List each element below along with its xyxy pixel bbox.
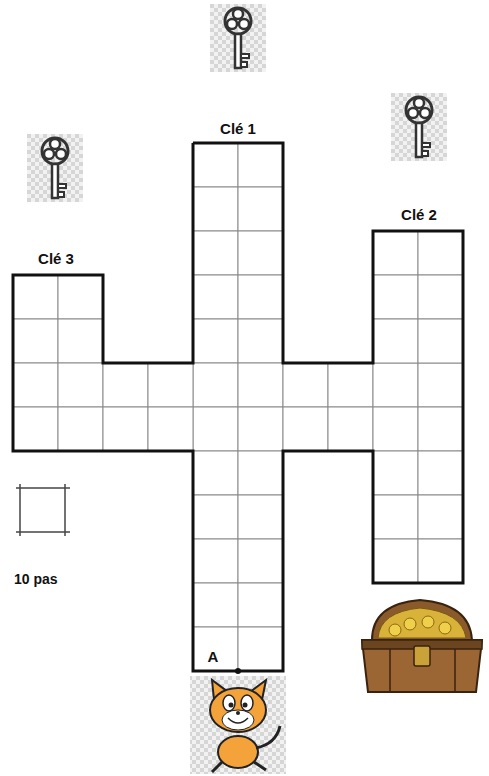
- grid-cell: [238, 627, 283, 671]
- start-point: [235, 668, 241, 674]
- treasure-chest-part: [404, 618, 416, 630]
- grid-cell: [103, 363, 148, 407]
- maze-grid: [13, 143, 463, 671]
- cat-sprite-part: [236, 711, 240, 715]
- cat-sprite: [190, 676, 286, 774]
- grid-cell: [193, 231, 238, 275]
- grid-cell: [13, 363, 58, 407]
- grid-cell: [13, 275, 58, 319]
- grid-cell: [13, 319, 58, 363]
- cat-sprite-part: [223, 695, 235, 711]
- treasure-chest-part: [414, 646, 430, 666]
- treasure-chest-part: [422, 616, 434, 628]
- treasure-chest-part: [378, 608, 466, 638]
- grid-cell: [373, 319, 418, 363]
- grid-cell: [238, 319, 283, 363]
- cat-sprite-part: [243, 703, 248, 708]
- grid-cell: [418, 539, 463, 583]
- key-label: Clé 2: [401, 207, 437, 224]
- grid-cell: [373, 539, 418, 583]
- grid-cell: [238, 143, 283, 187]
- scale-square: [16, 484, 70, 536]
- grid-cell: [418, 275, 463, 319]
- treasure-chest-part: [389, 649, 391, 692]
- grid-cell: [328, 363, 373, 407]
- cat-sprite-part: [241, 695, 253, 711]
- key-icon: [391, 93, 447, 161]
- grid-cell: [238, 363, 283, 407]
- grid-cell: [148, 407, 193, 451]
- cat-sprite-part: [228, 718, 248, 723]
- grid-cell: [373, 275, 418, 319]
- grid-cell: [148, 363, 193, 407]
- grid-cell: [13, 407, 58, 451]
- treasure-chest: [362, 600, 482, 692]
- grid-cell: [328, 407, 373, 451]
- grid-cell: [193, 275, 238, 319]
- grid-cell: [238, 539, 283, 583]
- maze-outline: [13, 143, 463, 671]
- grid-cell: [238, 583, 283, 627]
- grid-cell: [238, 231, 283, 275]
- treasure-chest-part: [439, 622, 451, 634]
- grid-cell: [373, 407, 418, 451]
- key-icon: [210, 4, 266, 72]
- grid-cell: [238, 451, 283, 495]
- grid-cell: [373, 363, 418, 407]
- grid-cell: [193, 627, 238, 671]
- grid-cell: [193, 319, 238, 363]
- grid-cell: [103, 407, 148, 451]
- grid-cell: [193, 143, 238, 187]
- cat-sprite-part: [212, 762, 266, 772]
- grid-cell: [238, 187, 283, 231]
- cat-sprite-part: [222, 710, 254, 730]
- key-label: Clé 3: [38, 251, 74, 268]
- cat-sprite-part: [256, 726, 280, 748]
- grid-cell: [193, 407, 238, 451]
- cat-sprite-part: [218, 736, 258, 768]
- grid-cell: [373, 231, 418, 275]
- grid-cell: [418, 363, 463, 407]
- grid-cell: [373, 495, 418, 539]
- cat-sprite-part: [229, 703, 234, 708]
- point-label: A: [208, 649, 219, 666]
- grid-cell: [418, 407, 463, 451]
- grid-cell: [58, 363, 103, 407]
- grid-cell: [193, 495, 238, 539]
- grid-cell: [373, 451, 418, 495]
- grid-cell: [418, 231, 463, 275]
- grid-cell: [283, 363, 328, 407]
- cat-sprite-part: [190, 676, 286, 774]
- scale-square-part: [64, 484, 66, 536]
- treasure-chest-part: [372, 600, 472, 640]
- grid-cell: [58, 319, 103, 363]
- grid-cell: [58, 275, 103, 319]
- treasure-chest-part: [454, 649, 456, 692]
- grid-cell: [193, 187, 238, 231]
- key-icon: [27, 134, 83, 202]
- grid-cell: [238, 275, 283, 319]
- grid-cell: [238, 407, 283, 451]
- grid-cell: [193, 363, 238, 407]
- grid-cell: [58, 407, 103, 451]
- scale-label: 10 pas: [14, 572, 58, 587]
- grid-cell: [193, 583, 238, 627]
- scale-square-part: [19, 484, 21, 536]
- treasure-chest-part: [362, 640, 482, 692]
- grid-cell: [193, 539, 238, 583]
- grid-cell: [238, 495, 283, 539]
- grid-cell: [193, 451, 238, 495]
- key-label: Clé 1: [220, 121, 256, 138]
- grid-cell: [418, 319, 463, 363]
- grid-cell: [418, 495, 463, 539]
- scale-square-part: [16, 487, 70, 489]
- treasure-chest-part: [389, 624, 401, 636]
- grid-cell: [418, 451, 463, 495]
- scale-square-part: [16, 531, 70, 533]
- grid-cell: [283, 407, 328, 451]
- cat-sprite-part: [210, 688, 266, 732]
